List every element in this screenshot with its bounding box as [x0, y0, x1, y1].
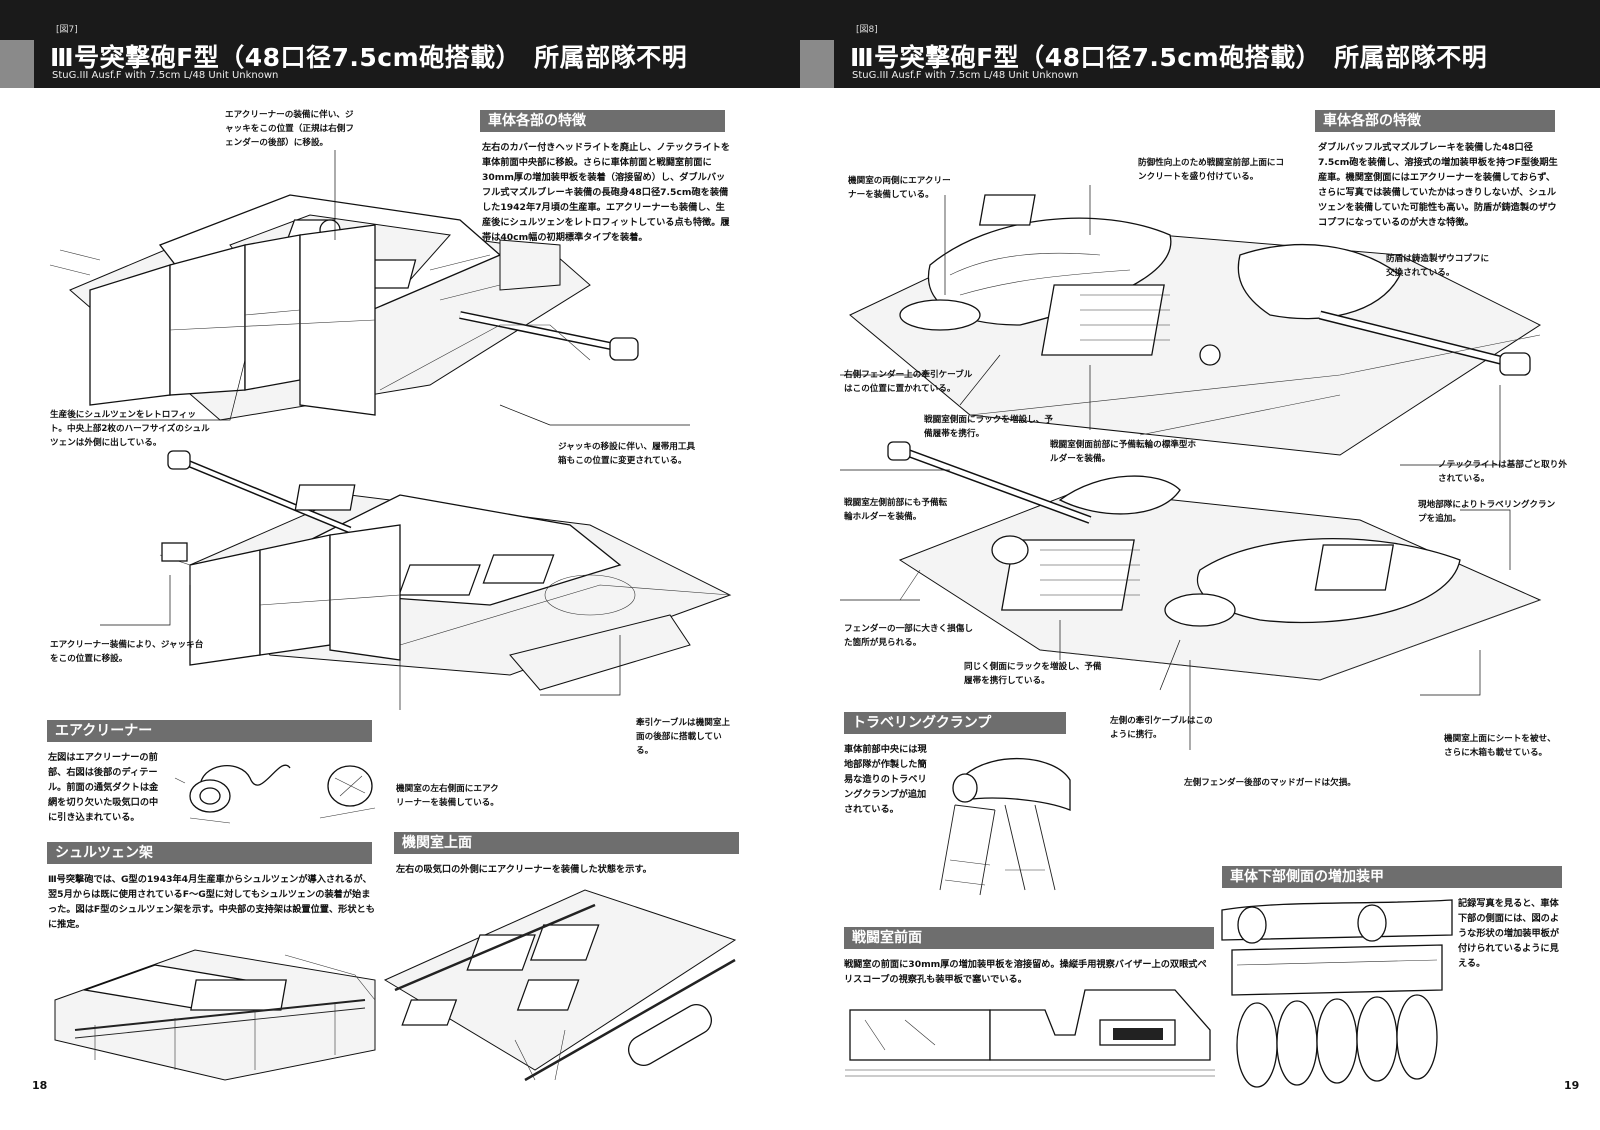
engine-deck-illustration	[383, 889, 737, 1082]
lower-armor-illustration	[1221, 899, 1453, 1088]
section-heading-fighting-front: 戦闘室前面	[844, 927, 1214, 949]
page-title: Ⅲ号突撃砲F型（48口径7.5cm砲搭載） 所属部隊不明	[850, 43, 1488, 72]
callout-mantlet: 防盾は鋳造製ザウコプフに交換されている。	[1386, 254, 1490, 278]
fighting-front-text: 戦闘室の前面に30mm厚の増加装甲板を溶接留め。操縦手用視察バイザー上の双眼式ペ…	[844, 959, 1207, 985]
callout-fender-damage: フェンダーの一部に大きく損傷した箇所が見られる。	[844, 624, 973, 648]
page-title: Ⅲ号突撃砲F型（48口径7.5cm砲搭載） 所属部隊不明	[50, 43, 688, 72]
header-bar: [図7] Ⅲ号突撃砲F型（48口径7.5cm砲搭載） 所属部隊不明 StuG.I…	[0, 0, 800, 88]
callout-tow-cable-left: 左側の牽引ケーブルはこのように携行。	[1110, 716, 1213, 740]
section-heading-features: 車体各部の特徴	[480, 110, 725, 132]
page-subtitle: StuG.III Ausf.F with 7.5cm L/48 Unit Unk…	[852, 70, 1079, 81]
callout-travel-clamp-added: 現地部隊によりトラベリングクランプを追加。	[1418, 500, 1556, 524]
left-page: [図7] Ⅲ号突撃砲F型（48口径7.5cm砲搭載） 所属部隊不明 StuG.I…	[0, 0, 800, 1092]
page-number: 19	[1564, 1079, 1580, 1092]
features-text: ダブルバッフル式マズルブレーキを装備した48口径7.5cm砲を装備し、溶接式の増…	[1318, 142, 1558, 228]
fig-label: [図8]	[856, 25, 878, 35]
fighting-front-illustration	[845, 989, 1215, 1077]
callout-engine-sides: 機関室の左右側面にエアクリーナーを装備している。	[396, 784, 499, 808]
schurzen-rack-illustration	[54, 949, 376, 1081]
callout-engine-sheet: 機関室上面にシートを被せ、さらに木箱も載せている。	[1444, 734, 1556, 758]
air-cleaner-text: 左図はエアクリーナーの前部、右図は後部のディテール。前面の通気ダクトは金網を切り…	[48, 752, 159, 823]
section-heading-engine-deck: 機関室上面	[394, 832, 739, 854]
header-bar: [図8] Ⅲ号突撃砲F型（48口径7.5cm砲搭載） 所属部隊不明 StuG.I…	[800, 0, 1600, 88]
tank-illustration-bottom	[100, 450, 732, 710]
tank-illustration-top	[840, 185, 1542, 466]
callout-notek: ノテックライトは基部ごと取り外されている。	[1438, 460, 1567, 484]
callout-tow-cable: 牽引ケーブルは機関室上面の後部に搭載している。	[636, 718, 731, 756]
callout-left-wheel-holder: 戦闘室左側前部にも予備転輪ホルダーを装備。	[844, 498, 948, 522]
header-accent	[0, 40, 34, 88]
section-heading-features: 車体各部の特徴	[1315, 110, 1555, 132]
callout-engine-side-air: 機関室の両側にエアクリーナーを装備している。	[848, 176, 951, 200]
air-cleaner-detail-illustration	[174, 764, 376, 824]
callout-tow-cable-right: 右側フェンダー上の牽引ケーブルはこの位置に置かれている。	[844, 370, 973, 394]
section-heading-travel-clamp: トラベリングクランプ	[844, 712, 1066, 734]
tank-illustration-top	[49, 150, 690, 426]
lower-armor-text: 記録写真を見ると、車体下部の側面には、図のような形状の増加装甲板が付けられている…	[1458, 898, 1560, 969]
features-text: 左右のカバー付きヘッドライトを廃止し、ノテックライトを車体前面中央部に移設。さら…	[482, 142, 731, 243]
callout-jack-top: エアクリーナーの装備に伴い、ジャッキをこの位置（正規は右側フェンダーの後部）に移…	[225, 110, 354, 148]
callout-rack-left: 同じく側面にラックを増設し、予備履帯を携行している。	[964, 662, 1102, 686]
tank-illustration-bottom	[840, 441, 1542, 750]
travel-clamp-illustration	[939, 758, 1071, 896]
right-page: [図8] Ⅲ号突撃砲F型（48口径7.5cm砲搭載） 所属部隊不明 StuG.I…	[800, 0, 1600, 1130]
callout-schurzen-retrofit: 生産後にシュルツェンをレトロフィット。中央上部2枚のハーフサイズのシュルツェンは…	[50, 410, 210, 448]
callout-jack-move: ジャッキの移設に伴い、履帯用工具箱もこの位置に変更されている。	[558, 442, 696, 466]
schurzen-text: Ⅲ号突撃砲では、G型の1943年4月生産車からシュルツェンが導入されるが、翌5月…	[48, 874, 375, 930]
travel-clamp-text: 車体前部中央には現地部隊が作製した簡易な造りのトラベリングクランプが追加されてい…	[844, 744, 927, 815]
page-number: 18	[32, 1079, 48, 1092]
fig-label: [図7]	[56, 25, 78, 35]
section-heading-schurzen: シュルツェン架	[47, 842, 372, 864]
section-heading-lower-armor: 車体下部側面の増加装甲	[1222, 866, 1562, 888]
callout-concrete: 防御性向上のため戦闘室前部上面にコンクリートを盛り付けている。	[1138, 158, 1285, 182]
callout-rack-right: 戦闘室側面にラックを増設し、予備履帯を携行。	[924, 415, 1053, 439]
callout-wheel-holder: 戦闘室側面前部に予備転輪の標準型ホルダーを装備。	[1050, 440, 1197, 464]
callout-mudguard: 左側フェンダー後部のマッドガードは欠損。	[1184, 778, 1356, 788]
callout-air-cleaner-jack: エアクリーナー装備により、ジャッキ台をこの位置に移設。	[50, 640, 204, 664]
section-heading-air-cleaner: エアクリーナー	[47, 720, 372, 742]
engine-deck-text: 左右の吸気口の外側にエアクリーナーを装備した状態を示す。	[396, 864, 652, 875]
page-subtitle: StuG.III Ausf.F with 7.5cm L/48 Unit Unk…	[52, 70, 279, 81]
header-accent	[800, 40, 834, 88]
